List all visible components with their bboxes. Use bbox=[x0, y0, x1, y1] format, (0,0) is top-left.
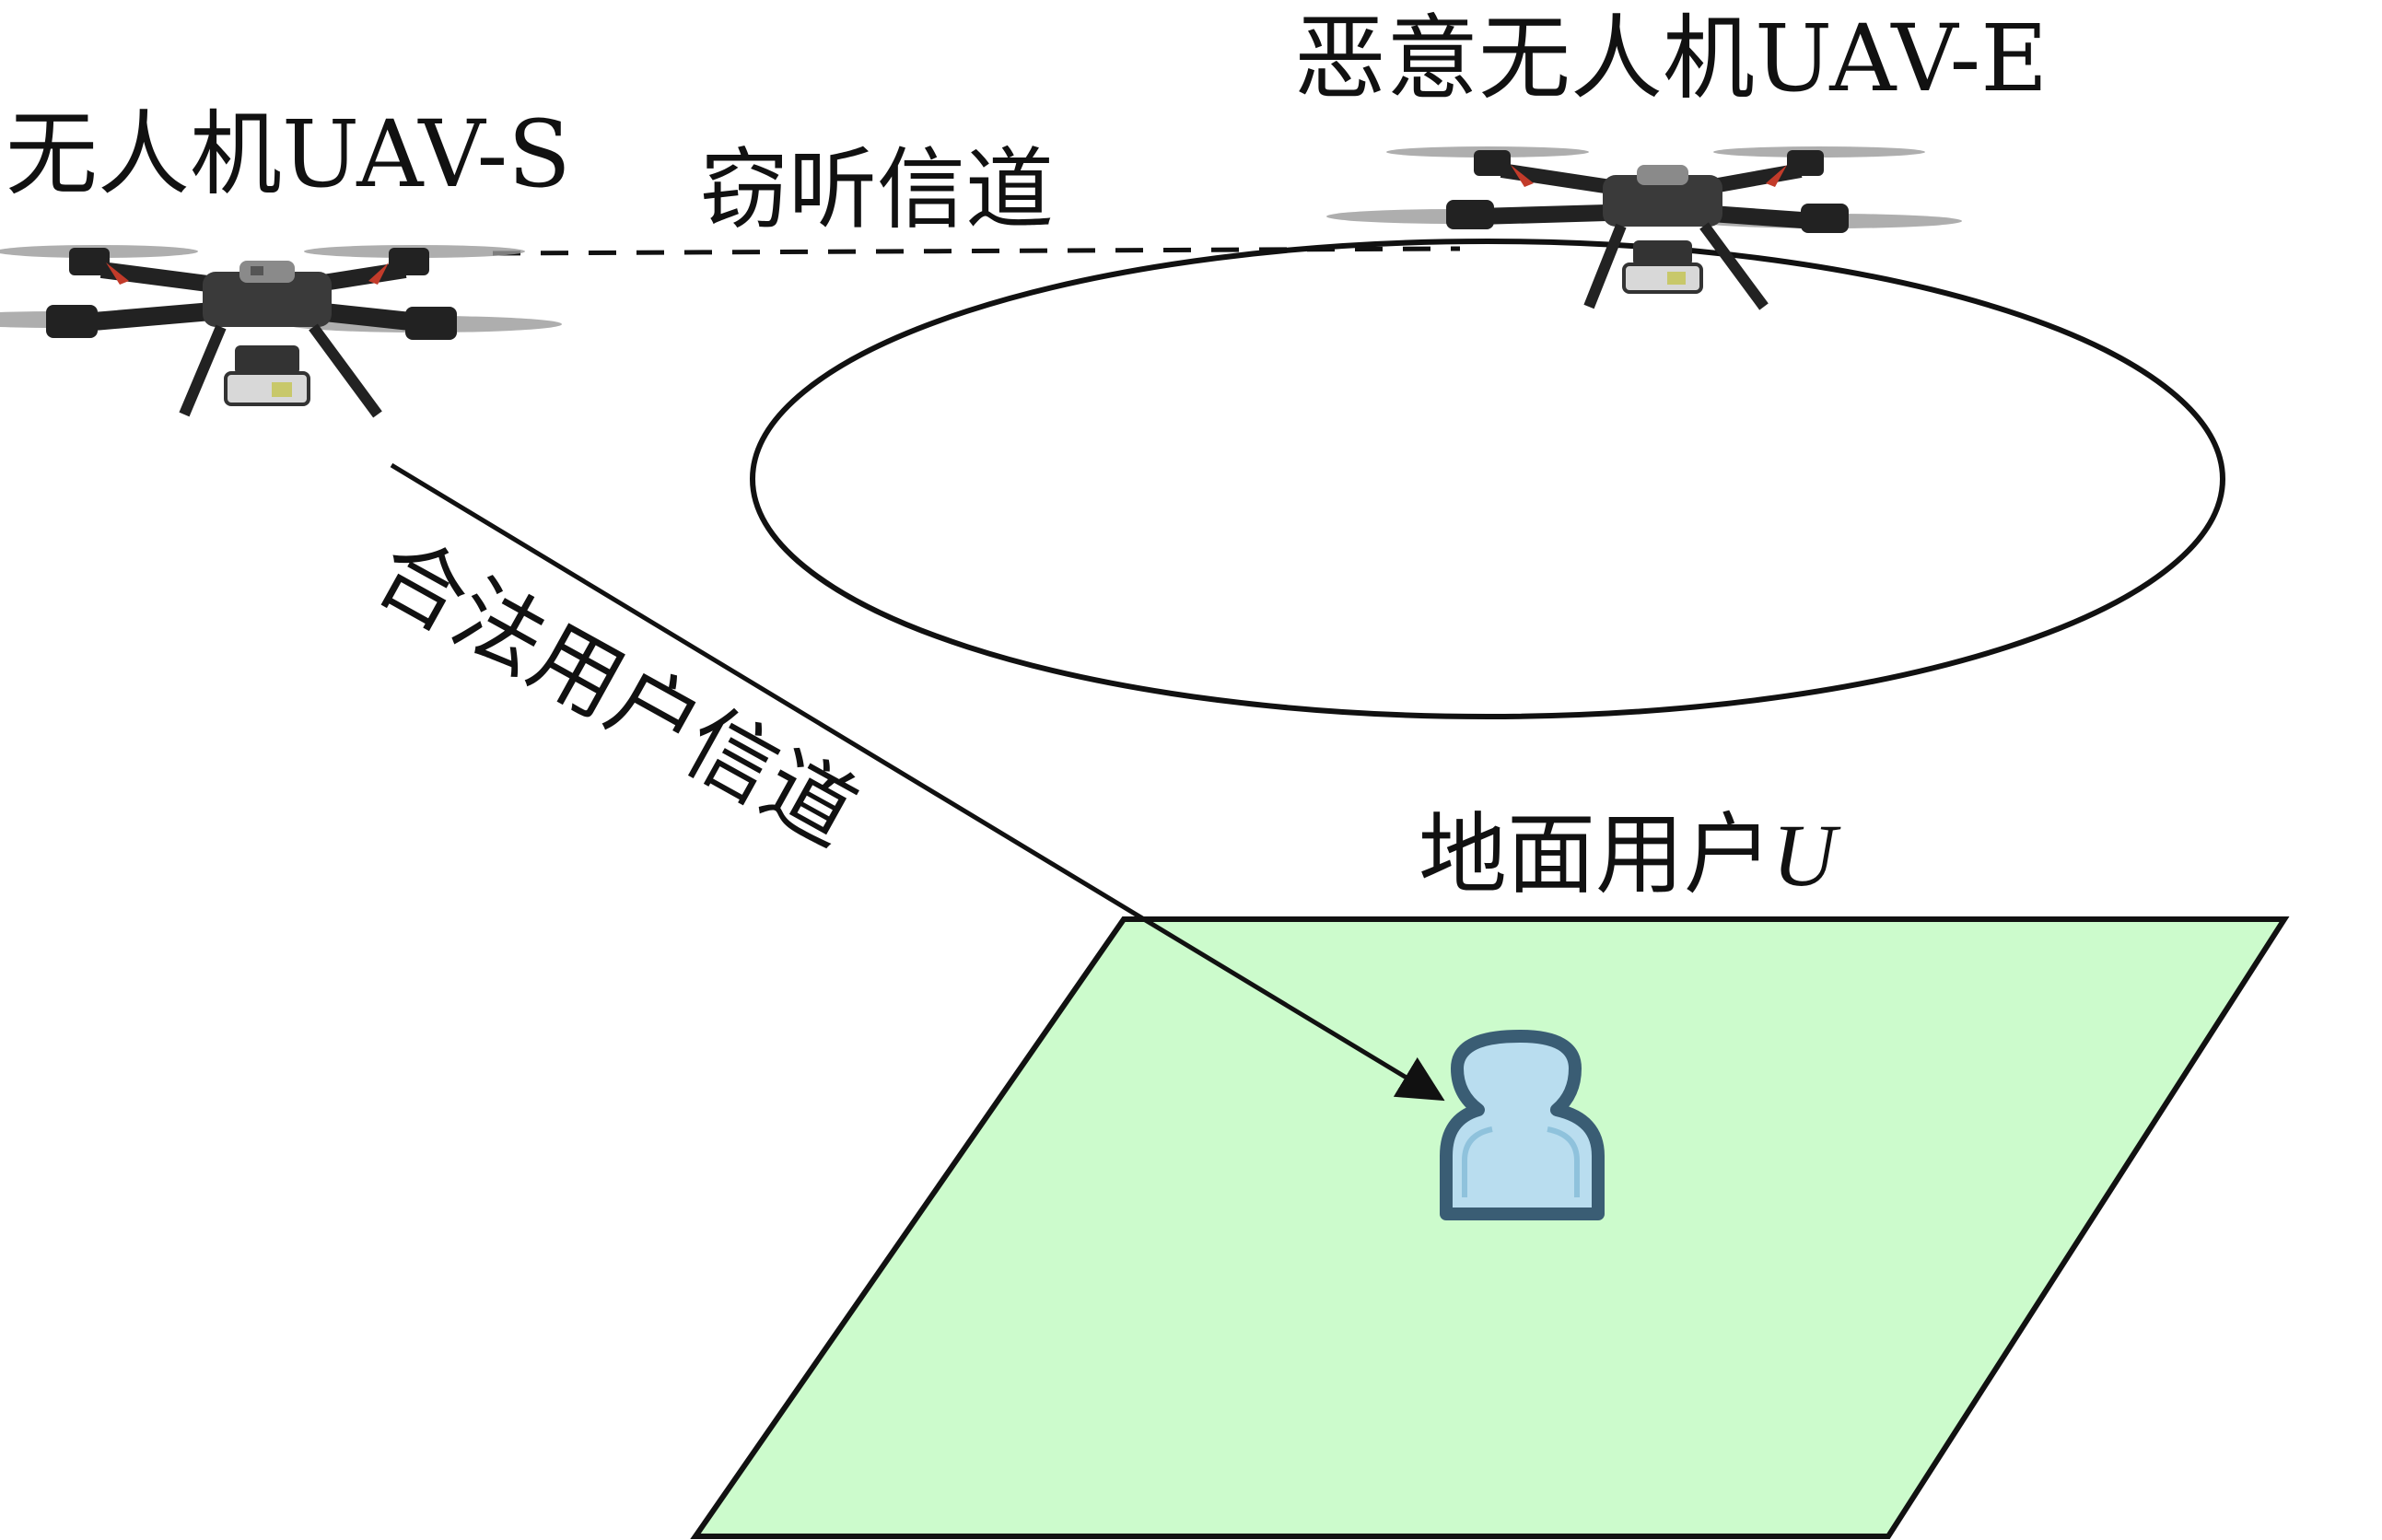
ground-user-label: 地面用户U bbox=[1419, 811, 1836, 900]
uav-e-orbit bbox=[750, 239, 2225, 719]
drone-icon bbox=[1326, 146, 1962, 310]
ground-user-label-text: 地面用户 bbox=[1419, 803, 1772, 906]
eavesdrop-channel-label: 窃听信道 bbox=[700, 138, 1054, 241]
ground-user-variable: U bbox=[1772, 806, 1837, 904]
uav-s-label: 无人机UAV-S bbox=[6, 100, 571, 208]
legit-channel-arrow bbox=[390, 462, 1445, 1102]
user-icon bbox=[1440, 1030, 1605, 1220]
eavesdrop-channel-line bbox=[492, 246, 1461, 256]
drone-icon bbox=[0, 245, 562, 418]
ground-plane bbox=[690, 916, 2290, 1539]
uav-e-label: 恶意无人机UAV-E bbox=[1294, 5, 2049, 112]
